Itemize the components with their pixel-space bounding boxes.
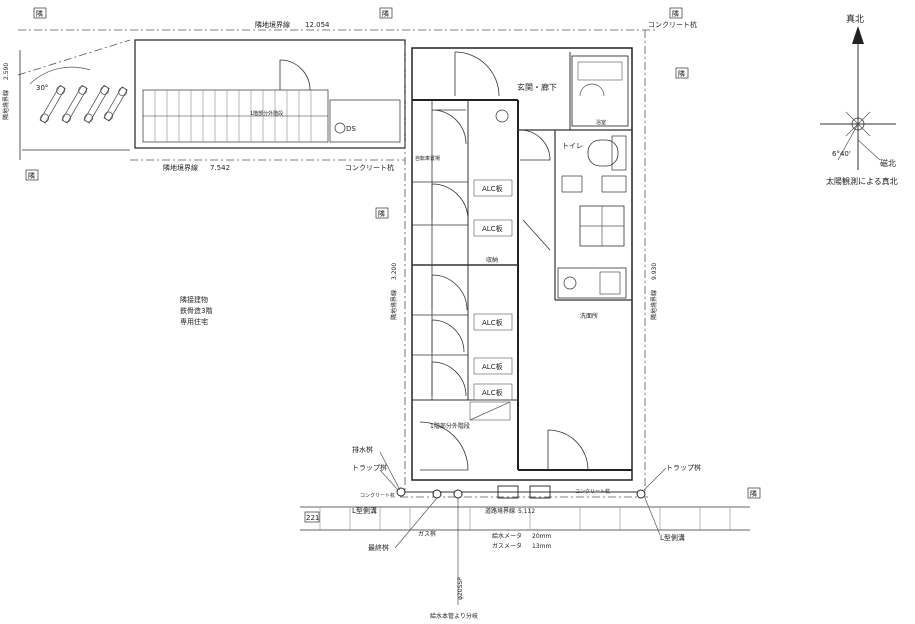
gas-box-label: ガス桝 <box>418 530 436 538</box>
concrete-pile-label-1: コンクリート杭 <box>648 20 697 29</box>
final-box-label: 最終桝 <box>368 543 389 552</box>
svg-text:隣地境界線: 隣地境界線 <box>2 90 10 120</box>
top-boundary-label: 隣地境界線 <box>255 20 290 29</box>
compass-note: 太陽観測による真北 <box>826 176 898 186</box>
trap-box-left-icon <box>396 487 406 497</box>
alc-label-3: ALC板 <box>482 318 503 327</box>
svg-text:収納: 収納 <box>486 256 498 264</box>
svg-text:221: 221 <box>306 514 319 522</box>
parking-area: 30° 隣地境界線 2.590 <box>2 39 131 160</box>
alc-label-4: ALC板 <box>482 362 503 371</box>
svg-text:浴室: 浴室 <box>596 119 606 126</box>
compass-rose: 真北 磁北 6°40' 太陽観測による真北 <box>820 13 898 186</box>
water-meter-icon <box>497 485 519 499</box>
water-meter-label: 給水メータ <box>492 532 522 540</box>
concrete-pile-label-3: コンクリート杭 <box>575 488 610 495</box>
alc-label-1: ALC板 <box>482 184 503 193</box>
svg-text:1階部分外階段: 1階部分外階段 <box>430 422 470 430</box>
svg-text:隣: 隣 <box>672 9 679 18</box>
svg-text:隣接建物: 隣接建物 <box>180 295 208 304</box>
toilet-label: トイレ <box>562 142 583 150</box>
marker-left-mid: 隣 <box>25 169 39 181</box>
l-drain-left-label: L型側溝 <box>352 506 377 515</box>
declination-label: 6°40' <box>832 150 851 158</box>
left-boundary-label: 隣地境界線 <box>163 163 198 172</box>
left-boundary-dim: 7.542 <box>210 164 230 172</box>
svg-text:洗面所: 洗面所 <box>580 312 598 320</box>
bathtub <box>571 55 629 127</box>
north-arrow-icon <box>852 26 864 44</box>
svg-text:隣: 隣 <box>678 69 685 78</box>
magnetic-north-label: 磁北 <box>880 158 896 168</box>
svg-text:2.590: 2.590 <box>3 63 10 80</box>
trap-left-label: トラップ桝 <box>352 463 387 472</box>
entrance-label: 玄関・廊下 <box>517 82 557 92</box>
svg-text:1階部分外階段: 1階部分外階段 <box>250 110 283 117</box>
kitchen-counter <box>557 267 627 299</box>
svg-text:30°: 30° <box>36 84 48 92</box>
svg-text:隣: 隣 <box>28 171 35 180</box>
bottom-boundary-label: 道路境界線 <box>485 507 515 515</box>
middle-boundary-dim: 3.200 <box>391 263 398 280</box>
gas-meter-label: ガスメータ <box>492 542 522 550</box>
svg-text:隣: 隣 <box>378 209 385 218</box>
marker-top-center: 隣 <box>379 7 393 19</box>
site-utilities: 排水桝 トラップ桝 トラップ桝 L型側溝 L型側溝 最終桝 ガス桝 道路境界線 … <box>300 445 750 620</box>
svg-text:隣: 隣 <box>36 9 43 18</box>
right-boundary-label: 隣地境界線 <box>650 290 658 320</box>
marker-bottom-right: 隣 <box>747 487 761 499</box>
neighbor-building-note: 隣接建物 鉄骨造3階 専用住宅 <box>180 295 212 326</box>
alc-label-2: ALC板 <box>482 224 503 233</box>
main-building: 浴室 トイレ 洗面所 玄関・廊下 <box>404 30 646 492</box>
marker-right-mid: 隣 <box>675 67 689 79</box>
alc-label-5: ALC板 <box>482 388 503 397</box>
water-main-label: φ20SSP <box>457 577 464 600</box>
svg-text:DS: DS <box>346 125 356 133</box>
water-main-note: 給水本管より分岐 <box>430 612 478 620</box>
svg-text:隣: 隣 <box>382 9 389 18</box>
gas-meter-icon <box>529 485 551 499</box>
middle-boundary-label: 隣地境界線 <box>390 290 398 320</box>
marker-center-left: 隣 <box>375 207 389 219</box>
marker-road-left: 221 <box>304 511 319 523</box>
marker-top-left: 隣 <box>33 7 47 19</box>
water-meter-size: 20mm <box>532 533 551 540</box>
storage-lockers: ALC板 ALC板 ALC板 ALC板 ALC板 収納 自転車置場 <box>412 100 518 401</box>
toilet-bowl <box>587 139 619 167</box>
trap-box-right-icon <box>636 489 646 499</box>
svg-text:専用住宅: 専用住宅 <box>180 317 208 326</box>
concrete-pile-label-2: コンクリート杭 <box>345 163 394 172</box>
svg-text:鉄骨造3階: 鉄骨造3階 <box>180 306 212 315</box>
true-north-label: 真北 <box>846 13 864 25</box>
svg-text:隣: 隣 <box>750 489 757 498</box>
top-boundary-dim: 12.054 <box>305 21 330 29</box>
right-boundary-dim: 9.930 <box>651 263 658 280</box>
gas-meter-size: 13mm <box>532 543 551 550</box>
svg-text:自転車置場: 自転車置場 <box>415 155 440 162</box>
external-stair: DS 1階部分外階段 隣地境界線 7.542 コンクリート杭 <box>134 39 406 172</box>
bottom-boundary-dim: 5.112 <box>518 508 535 515</box>
marker-top-right: 隣 <box>669 7 683 19</box>
drain-box-label: 排水桝 <box>352 445 373 454</box>
concrete-pile-label-4: コンクリート杭 <box>360 492 395 499</box>
trap-right-label: トラップ桝 <box>666 463 701 472</box>
l-drain-right-label: L型側溝 <box>660 533 685 542</box>
